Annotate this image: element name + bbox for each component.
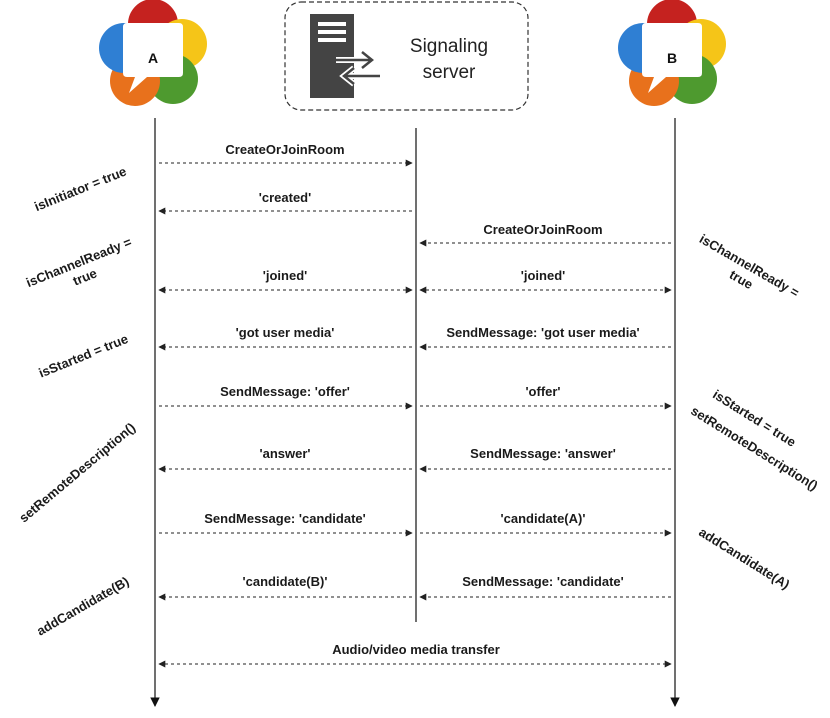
msg-joined-b: 'joined' [521, 268, 565, 283]
note-b-channel: isChannelReady = true [697, 231, 802, 300]
peer-b-label: B [667, 50, 677, 66]
msg-cand-b-fwd: 'candidate(B)' [243, 574, 328, 589]
msg-a-create: CreateOrJoinRoom [225, 142, 344, 157]
msg-offer-send: SendMessage: 'offer' [220, 384, 350, 399]
webrtc-logo-icon [618, 0, 726, 106]
side-notes-b: isChannelReady = true isStarted = true s… [688, 231, 820, 592]
msg-joined-a: 'joined' [263, 268, 307, 283]
server-icon [310, 14, 380, 98]
note-b-addcand: addCandidate(A) [696, 524, 792, 592]
msg-cand-a-send: SendMessage: 'candidate' [204, 511, 366, 526]
message-arrows [158, 159, 672, 668]
server-label-line2: server [423, 62, 476, 83]
msg-s-created: 'created' [259, 190, 311, 205]
msg-answer-a: 'answer' [260, 446, 311, 461]
msg-media: Audio/video media transfer [332, 642, 500, 657]
message-labels: CreateOrJoinRoom 'created' CreateOrJoinR… [204, 142, 639, 657]
note-a-remote: setRemoteDescription() [16, 420, 138, 526]
webrtc-logo-icon [99, 0, 207, 106]
note-a-started: isStarted = true [36, 331, 130, 381]
side-notes-a: isInitiator = true isChannelReady = true… [16, 164, 138, 639]
note-a-initiator: isInitiator = true [32, 164, 128, 215]
peer-a-logo: A [99, 0, 207, 106]
peer-b-logo: B [618, 0, 726, 106]
msg-cand-b-send: SendMessage: 'candidate' [462, 574, 624, 589]
peer-a-label: A [148, 50, 158, 66]
msg-b-create: CreateOrJoinRoom [483, 222, 602, 237]
msg-gum-b: SendMessage: 'got user media' [446, 325, 639, 340]
msg-offer-fwd: 'offer' [525, 384, 560, 399]
note-a-channel: isChannelReady = true [24, 234, 134, 290]
msg-gum-a: 'got user media' [236, 325, 335, 340]
note-b-channel-line1: isChannelReady = [697, 231, 802, 300]
msg-answer-send: SendMessage: 'answer' [470, 446, 616, 461]
server-label-line1: Signaling [410, 36, 488, 57]
signaling-server-box: Signaling server [284, 1, 529, 111]
note-a-addcand: addCandidate(B) [34, 574, 132, 639]
msg-cand-a-fwd: 'candidate(A)' [501, 511, 586, 526]
